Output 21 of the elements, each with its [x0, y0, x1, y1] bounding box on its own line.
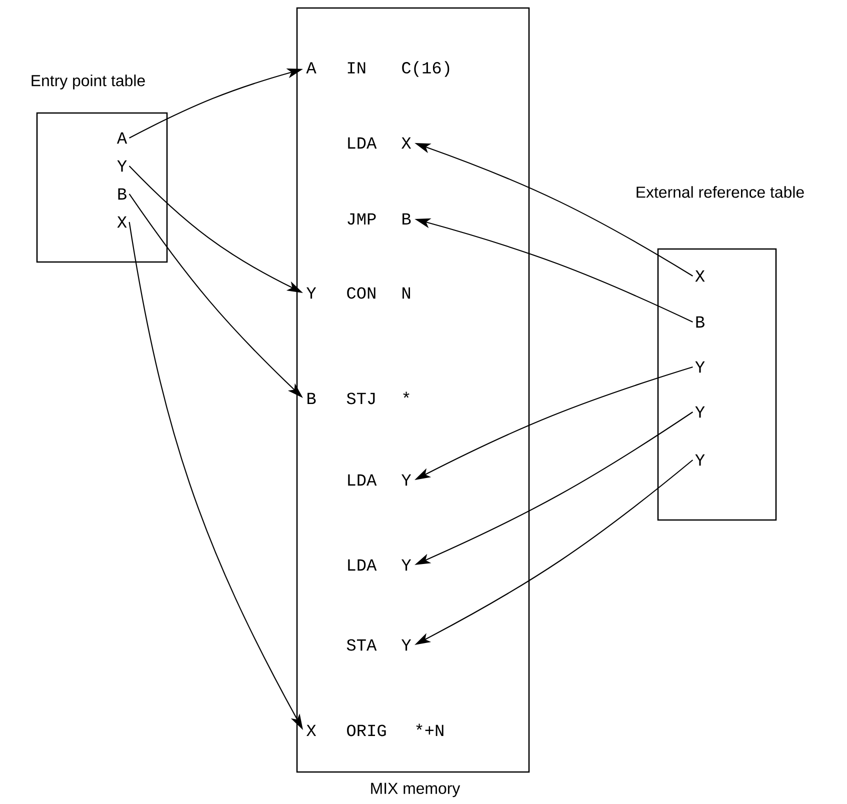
code-line: A IN C(16): [306, 61, 450, 77]
symbol-label: B: [118, 188, 126, 200]
code-line: LDA Y: [348, 474, 412, 486]
symbol-label: X: [695, 270, 705, 282]
code-line: STA Y: [346, 639, 412, 651]
code-line: X ORIG *+N: [306, 724, 444, 736]
table-title: External reference table: [636, 186, 804, 198]
symbol-label: Y: [695, 454, 705, 466]
symbol-label: Y: [695, 406, 705, 418]
code-line: JMP B: [348, 213, 411, 225]
table-title: Entry point table: [32, 74, 145, 90]
code-line: LDA Y: [348, 559, 412, 571]
symbol-label: Y: [695, 361, 705, 373]
symbol-label: X: [117, 216, 127, 228]
symbol-label: A: [116, 132, 128, 144]
code-line: B STJ *: [308, 392, 410, 404]
code-line: Y CON N: [306, 287, 410, 299]
symbol-label: Y: [117, 160, 127, 172]
table-title: MIX memory: [371, 782, 460, 798]
code-line: LDA X: [348, 137, 412, 149]
symbol-label: B: [696, 316, 704, 328]
